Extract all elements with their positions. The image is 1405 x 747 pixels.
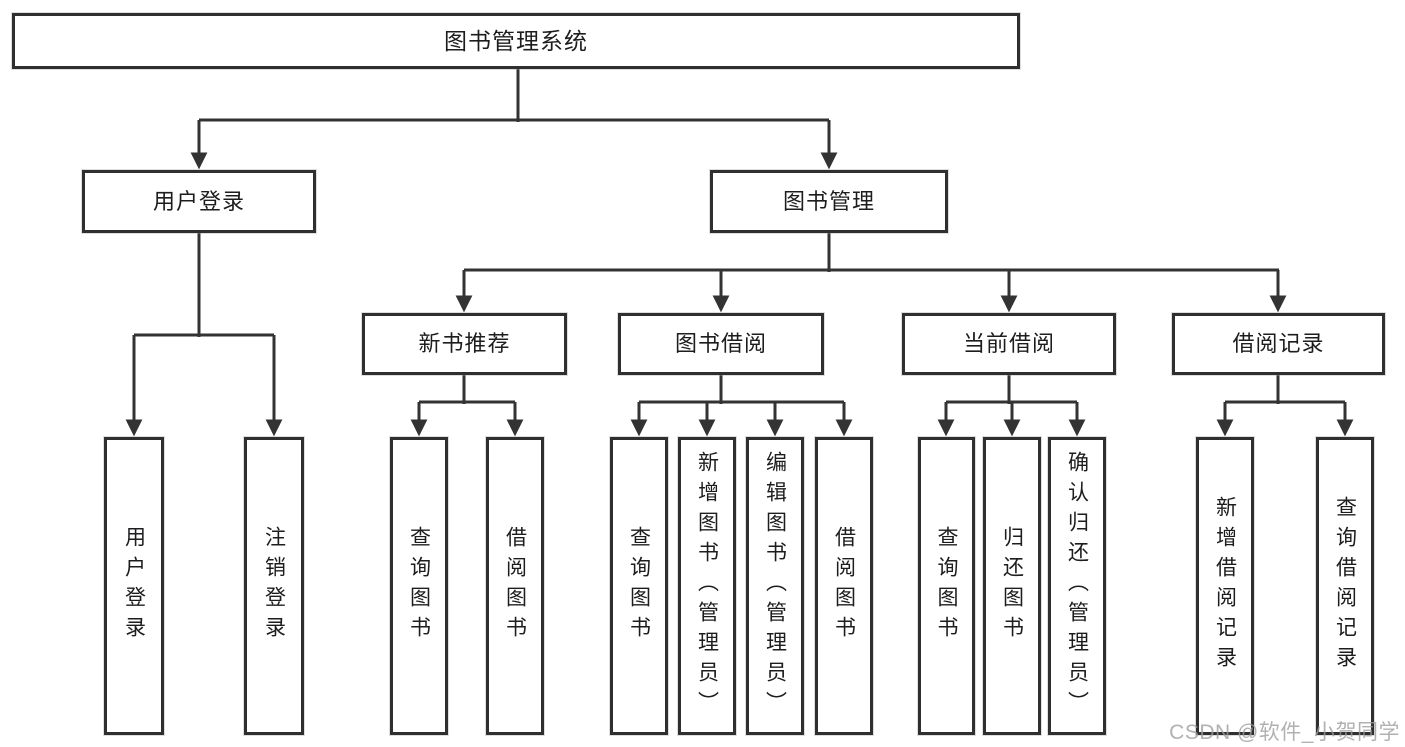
- leaf-user-login: 用户登录: [104, 437, 164, 735]
- leaf-label: 新增借阅记录: [1213, 496, 1237, 676]
- watermark: CSDN @软件_小贺同学: [1169, 721, 1400, 744]
- leaf-label: 注销登录: [262, 526, 286, 646]
- leaf-query-books-current: 查询图书: [918, 437, 975, 735]
- leaf-borrow-books-borrowing: 借阅图书: [815, 437, 873, 735]
- node-borrow-records: 借阅记录: [1172, 313, 1385, 375]
- leaf-logout: 注销登录: [244, 437, 304, 735]
- leaf-confirm-return-admin: 确认归还（管理员）: [1048, 437, 1106, 735]
- node-user-login: 用户登录: [82, 170, 316, 233]
- leaf-query-books-recommend: 查询图书: [390, 437, 448, 735]
- leaf-label: 借阅图书: [503, 526, 527, 646]
- leaf-label: 新增图书（管理员）: [695, 451, 719, 721]
- leaf-add-borrow-record: 新增借阅记录: [1196, 437, 1254, 735]
- leaf-label: 查询图书: [935, 526, 958, 646]
- leaf-add-books-admin: 新增图书（管理员）: [678, 437, 736, 735]
- node-library-system: 图书管理系统: [12, 13, 1020, 69]
- leaf-label: 归还图书: [1000, 526, 1024, 646]
- leaf-query-books-borrowing: 查询图书: [610, 437, 668, 735]
- leaf-label: 确认归还（管理员）: [1065, 451, 1089, 721]
- leaf-label: 编辑图书（管理员）: [763, 451, 787, 721]
- leaf-label: 借阅图书: [832, 526, 856, 646]
- leaf-label: 查询图书: [627, 526, 651, 646]
- leaf-label: 查询借阅记录: [1333, 496, 1357, 676]
- leaf-query-borrow-record: 查询借阅记录: [1316, 437, 1374, 735]
- leaf-borrow-books-recommend: 借阅图书: [486, 437, 544, 735]
- leaf-return-books: 归还图书: [983, 437, 1041, 735]
- leaf-label: 用户登录: [122, 526, 146, 646]
- node-book-management: 图书管理: [710, 170, 948, 233]
- node-book-borrowing: 图书借阅: [618, 313, 824, 375]
- leaf-label: 查询图书: [407, 526, 431, 646]
- leaf-edit-books-admin: 编辑图书（管理员）: [746, 437, 804, 735]
- node-current-borrowing: 当前借阅: [902, 313, 1116, 375]
- node-new-book-recommend: 新书推荐: [362, 313, 567, 375]
